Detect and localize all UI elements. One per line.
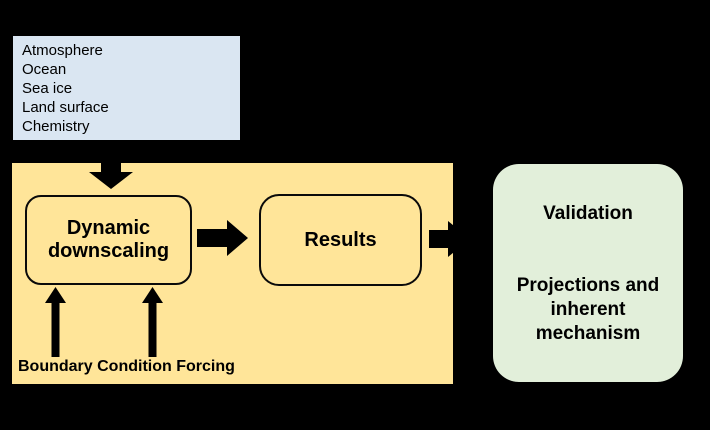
downscaling-panel: Dynamic downscaling Results Boundary Con… bbox=[12, 163, 453, 384]
results-label: Results bbox=[304, 228, 377, 251]
results-node: Results bbox=[259, 194, 422, 286]
gcm-item-land-surface: Land surface bbox=[22, 99, 109, 116]
boundary-condition-forcing-label: Boundary Condition Forcing bbox=[18, 358, 235, 375]
outcome-subtitle-line: inherent bbox=[550, 299, 626, 320]
gcm-item-atmosphere: Atmosphere bbox=[22, 42, 103, 59]
outcome-title: Validation bbox=[543, 203, 633, 224]
outcome-subtitle: Projections and inherent mechanism bbox=[493, 274, 683, 346]
outcome-box: Validation Projections and inherent mech… bbox=[493, 164, 683, 382]
gcm-components-box: Atmosphere Ocean Sea ice Land surface Ch… bbox=[13, 36, 240, 140]
dynamic-downscaling-node: Dynamic downscaling bbox=[25, 195, 192, 285]
gcm-item-chemistry: Chemistry bbox=[22, 118, 90, 135]
gcm-item-ocean: Ocean bbox=[22, 61, 67, 78]
outcome-subtitle-line: Projections and bbox=[516, 275, 660, 296]
gcm-item-sea-ice: Sea ice bbox=[22, 80, 73, 97]
outcome-subtitle-line: mechanism bbox=[535, 323, 641, 344]
dynamic-downscaling-label: Dynamic downscaling bbox=[47, 217, 170, 262]
